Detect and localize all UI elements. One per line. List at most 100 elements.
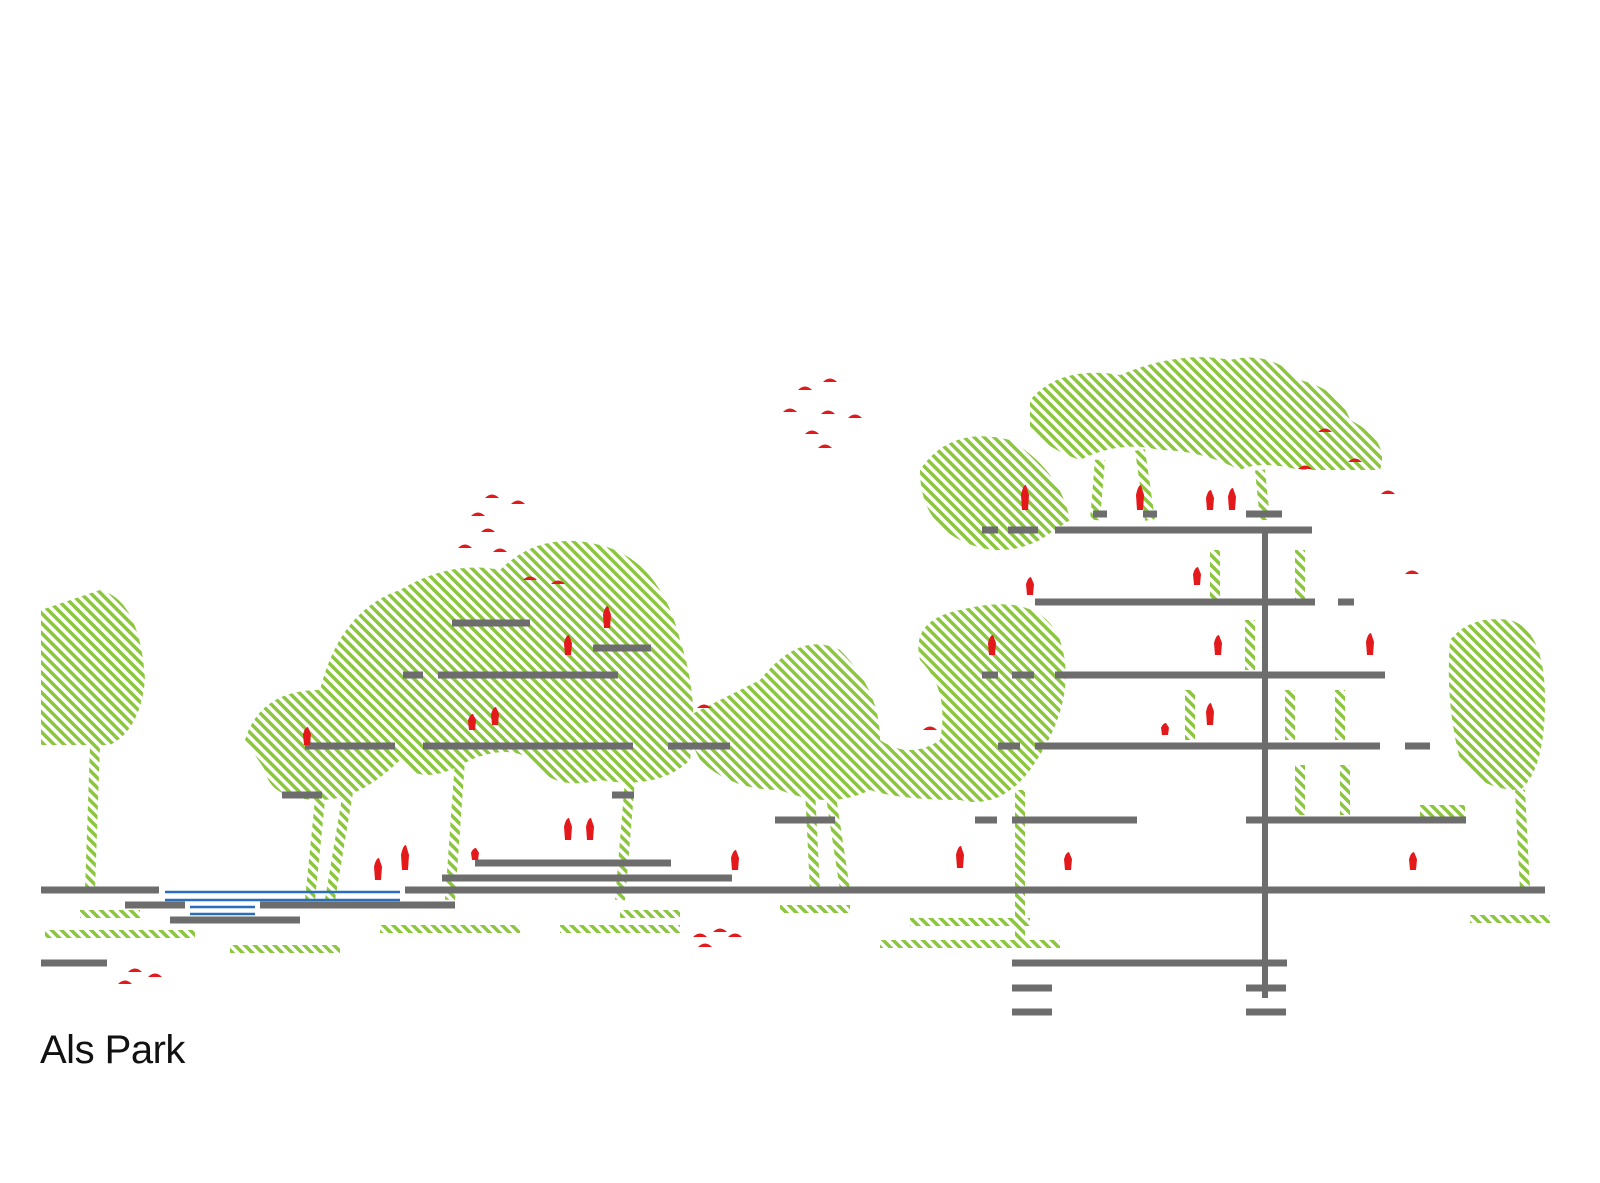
- bird-figure: [1318, 428, 1332, 432]
- person-figure: [401, 845, 409, 870]
- person-figure: [1021, 485, 1029, 510]
- person-figure: [1214, 635, 1222, 655]
- person-figure: [956, 846, 964, 868]
- floor-slab: [1055, 671, 1385, 679]
- bird-figure: [783, 408, 797, 412]
- tree-trunk: [1090, 459, 1105, 521]
- bird-figure: [697, 704, 711, 708]
- ground-vegetation: [560, 925, 680, 933]
- structure-layer: [41, 510, 1545, 1016]
- bird-figure: [693, 933, 707, 937]
- floor-slab: [1012, 959, 1287, 967]
- person-figure: [1064, 852, 1072, 870]
- person-figure: [1409, 852, 1417, 870]
- person-figure: [1193, 567, 1201, 585]
- floor-slab: [1012, 1008, 1052, 1016]
- tree-canopy: [1030, 357, 1382, 470]
- floor-slab: [1008, 526, 1038, 534]
- floor-slab: [1093, 510, 1107, 518]
- bird-figure: [713, 928, 727, 932]
- ground-vegetation: [230, 945, 340, 953]
- ground-vegetation: [780, 905, 850, 913]
- floor-slab: [668, 742, 730, 750]
- person-figure: [988, 635, 996, 655]
- floor-slab: [423, 742, 633, 750]
- bird-figure: [481, 528, 495, 532]
- person-figure: [1161, 723, 1169, 735]
- bird-figure: [1405, 570, 1419, 574]
- floor-slab: [775, 816, 835, 824]
- person-figure: [564, 818, 572, 840]
- floor-slab: [403, 671, 423, 679]
- bird-figure: [823, 378, 837, 382]
- bird-figure: [805, 430, 819, 434]
- tree-canopy: [680, 604, 1066, 802]
- diagram-title: Als Park: [40, 1028, 185, 1072]
- floor-slab: [1143, 510, 1157, 518]
- ground-vegetation: [1470, 915, 1550, 923]
- person-figure: [468, 714, 476, 730]
- tree-trunk: [1515, 789, 1530, 891]
- ground-vegetation: [880, 940, 1060, 948]
- floor-slab: [1012, 816, 1137, 824]
- floor-slab: [1405, 742, 1430, 750]
- bird-figure: [923, 726, 937, 730]
- water-layer: [165, 890, 400, 916]
- floor-slab: [1338, 598, 1354, 606]
- floor-slab: [260, 901, 455, 909]
- floor-slab: [975, 816, 997, 824]
- floor-slab: [612, 791, 634, 799]
- floor-slab: [125, 901, 185, 909]
- person-figure: [1366, 633, 1374, 655]
- person-figure: [1228, 488, 1236, 510]
- tree-canopy: [920, 436, 1070, 550]
- bird-figure: [1298, 465, 1312, 469]
- ground-vegetation: [1420, 805, 1465, 817]
- bird-figure: [458, 544, 472, 548]
- floor-slab: [405, 886, 1545, 894]
- floor-slab: [1035, 742, 1380, 750]
- tree-trunk: [325, 779, 355, 901]
- floor-slab: [41, 959, 107, 967]
- floor-slab: [41, 886, 159, 894]
- vegetation-layer: [41, 357, 1550, 953]
- floor-slab: [1246, 510, 1282, 518]
- ground-vegetation: [910, 918, 1030, 926]
- bird-figure: [148, 973, 162, 977]
- person-figure: [586, 818, 594, 840]
- person-figure: [564, 635, 572, 655]
- floor-slab: [1246, 1008, 1286, 1016]
- floor-slab: [982, 526, 998, 534]
- ground-vegetation: [620, 910, 680, 918]
- person-figure: [374, 858, 382, 880]
- ground-vegetation: [45, 930, 195, 938]
- bird-figure: [798, 386, 812, 390]
- bird-figure: [511, 500, 525, 504]
- person-figure: [1206, 490, 1214, 510]
- person-figure: [603, 606, 611, 628]
- floor-slab: [998, 742, 1020, 750]
- bird-figure: [1381, 490, 1395, 494]
- bird-figure: [118, 980, 132, 984]
- bird-figure: [1348, 458, 1362, 462]
- floor-slab: [442, 874, 732, 882]
- floor-slab: [1012, 671, 1034, 679]
- floor-slab: [1055, 526, 1312, 534]
- bird-figure: [485, 494, 499, 498]
- floor-slab: [170, 916, 300, 924]
- bird-figure: [818, 444, 832, 448]
- bird-figure: [128, 968, 142, 972]
- floor-slab: [1012, 984, 1052, 992]
- floor-slab: [982, 671, 998, 679]
- floor-slab: [1246, 816, 1466, 824]
- tree-canopy: [1448, 619, 1545, 790]
- person-figure: [1026, 577, 1034, 595]
- ground-vegetation: [80, 910, 140, 918]
- tree-canopy: [430, 608, 600, 724]
- tree-trunk: [825, 789, 850, 891]
- people-layer: [118, 378, 1419, 984]
- tree-trunk: [305, 799, 325, 901]
- floor-slab: [438, 671, 618, 679]
- floor-slab: [305, 742, 395, 750]
